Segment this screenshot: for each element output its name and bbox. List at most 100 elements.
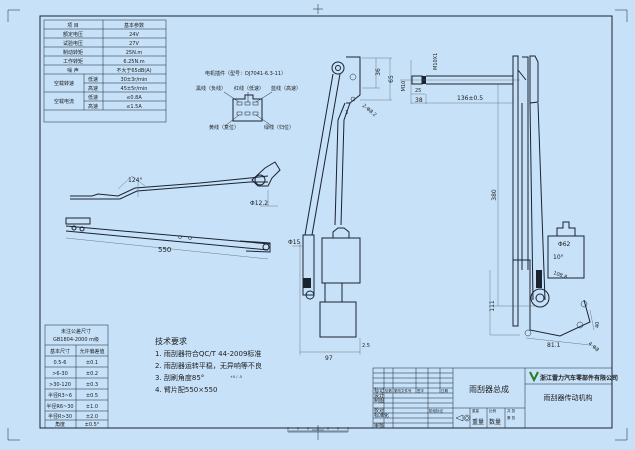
- tolerance-value: ±0.5: [86, 393, 98, 399]
- dim-65: 65: [388, 75, 395, 83]
- tb-field: 阶段标记: [429, 408, 443, 413]
- drawing-frame: [39, 15, 613, 429]
- tolerance-size: 半径R6~30: [46, 403, 73, 410]
- tolerance-size: >6-30: [52, 371, 68, 377]
- wire-label: 黄线（复位）: [209, 124, 239, 131]
- tolerance-header: 基本尺寸: [50, 348, 70, 355]
- dim-38: 38: [415, 97, 423, 104]
- dim-25: 25: [415, 88, 421, 94]
- spec-label: 高速: [88, 103, 98, 110]
- tb-col-label: 处数: [385, 388, 393, 393]
- tolerance-value: ±0.1: [86, 360, 98, 366]
- projection-symbol-icon: [455, 414, 471, 422]
- dim-width-97: 97: [325, 355, 333, 362]
- dim-111: 111: [489, 300, 496, 312]
- company-logo-icon: [529, 371, 539, 383]
- tolerance-size: 0.5-6: [54, 360, 67, 366]
- tb-field: 共 张: [507, 408, 516, 413]
- tb-field: 比例: [489, 408, 497, 413]
- spec-value: 25N.m: [126, 50, 143, 56]
- dim-2-5: 2.5: [362, 343, 370, 349]
- dim-136: 136±0.5: [457, 95, 483, 102]
- dim-36: 36: [375, 68, 382, 76]
- wire-label: 绿线（归位）: [264, 124, 294, 131]
- scale-ruler: [287, 425, 349, 440]
- tb-row-label: 制图: [374, 397, 384, 404]
- tolerance-value: ±0.5°: [85, 422, 100, 428]
- spec-value: 不大于65dB(A): [116, 67, 151, 74]
- tb-weight-label: 重量: [472, 418, 484, 426]
- tolerance-size: 半径R>30: [48, 413, 72, 420]
- wire-label: 蓝线（高速）: [271, 85, 301, 92]
- spec-header-item: 项 目: [67, 23, 79, 29]
- spec-label: 试验电压: [63, 40, 83, 47]
- tb-row-label: 设计: [374, 392, 384, 399]
- tolerance-standard: GB1804-2000 m级: [53, 336, 99, 343]
- tolerance-size: 半径R3~6: [48, 392, 72, 399]
- tolerance-size: 角度: [55, 421, 65, 428]
- company-name: 浙江雷力汽车零部件有限公司: [540, 374, 618, 382]
- dim-10deg: 10°: [553, 254, 564, 261]
- tech-angle-tolerance: +0 / -5: [230, 375, 242, 379]
- wiper-arm-top-view: 550: [65, 217, 271, 260]
- tb-col-label: 签字: [417, 388, 425, 393]
- spec-label: 低速: [88, 94, 98, 101]
- connector-title: 电机插件（型号：DJ7041-6.3-11）: [205, 70, 286, 77]
- spec-label: 噪 声: [67, 67, 79, 74]
- dim-d62: Φ62: [558, 241, 571, 248]
- wiper-linkage-side: M10 M10X1 25 38 136±0.5 380 111 Φ62 10° …: [400, 53, 601, 353]
- spec-value: ≤0.8A: [126, 95, 142, 101]
- spec-label: 额定电压: [63, 31, 83, 38]
- spec-value: 27V: [129, 41, 139, 47]
- tolerance-title: 未注公差尺寸: [61, 328, 91, 335]
- tolerance-size: >30-120: [49, 382, 71, 388]
- dim-3: 3: [345, 110, 348, 116]
- tech-item: 2. 雨刮器运转平稳，无异响等不良: [155, 361, 262, 370]
- tech-item: 3. 刮刷角度85°: [155, 373, 204, 382]
- dim-arm-angle: 124°: [128, 177, 142, 184]
- tolerance-value: ±0.3: [86, 382, 98, 388]
- spec-group-current: 空载电流: [54, 98, 74, 105]
- spec-header-value: 基本参数: [124, 22, 144, 29]
- tolerance-value: ±0.2: [86, 371, 98, 377]
- dim-d12: Φ12.2: [250, 200, 268, 207]
- tb-row-label: 校对: [374, 407, 384, 414]
- spec-label: 工作转矩: [63, 58, 83, 65]
- tolerance-table: 未注公差尺寸 GB1804-2000 m级 基本尺寸 允许偏差值 0.5-6±0…: [44, 324, 109, 429]
- dim-108-8: 108.8: [552, 270, 568, 281]
- tb-row-label: 审核: [374, 422, 384, 429]
- tech-item: 1. 雨刮器符合QC/T 44-2009标准: [155, 349, 261, 358]
- spec-value: 24V: [129, 32, 139, 38]
- dim-m10: M10: [401, 81, 407, 92]
- drawing-name: 雨刮器总成: [469, 384, 509, 394]
- tb-row-label: 标记: [374, 387, 384, 394]
- spec-value: 45±5r/min: [121, 86, 148, 92]
- dim-81-1: 81.1: [547, 342, 561, 349]
- tb-qty-label: 数量: [489, 418, 501, 426]
- tech-title: 技术要求: [155, 336, 187, 346]
- title-block: 标记 设计 制图 校对 标准化 审核 处数 更改文件号 签字 日期 阶段标记 重…: [372, 367, 618, 429]
- spec-label: 低速: [88, 76, 98, 83]
- technical-requirements: 技术要求 1. 雨刮器符合QC/T 44-2009标准 2. 雨刮器运转平稳，无…: [155, 336, 262, 394]
- spec-value: 30±3r/min: [121, 77, 148, 83]
- wiper-arm-side-view: 124° Φ12.2: [70, 161, 281, 207]
- part-name: 雨刮器传动机构: [544, 393, 593, 402]
- tb-col-label: 更改文件号: [394, 388, 412, 393]
- tb-row-label: 标准化: [374, 412, 389, 419]
- tb-field: 重量: [472, 408, 480, 413]
- dim-380: 380: [491, 189, 498, 201]
- dim-blade-length: 550: [158, 246, 171, 254]
- spec-label: 高速: [88, 85, 98, 92]
- spec-group-speed: 空载转速: [54, 80, 74, 87]
- corner-marks: [7, 4, 628, 441]
- wire-label: 红线（低速）: [234, 85, 264, 92]
- tolerance-value: ±2.0: [86, 414, 98, 420]
- tolerance-value: ±1.0: [86, 404, 98, 410]
- spec-table: 项 目 基本参数 额定电压 24V 试验电压 27V 制动转矩 25N.m 工作…: [43, 19, 167, 123]
- dim-40: 40: [595, 322, 601, 328]
- dim-m10x1: M10X1: [433, 53, 439, 70]
- dim-d15: Φ15: [288, 239, 301, 246]
- spec-value: ≤1.5A: [126, 104, 142, 110]
